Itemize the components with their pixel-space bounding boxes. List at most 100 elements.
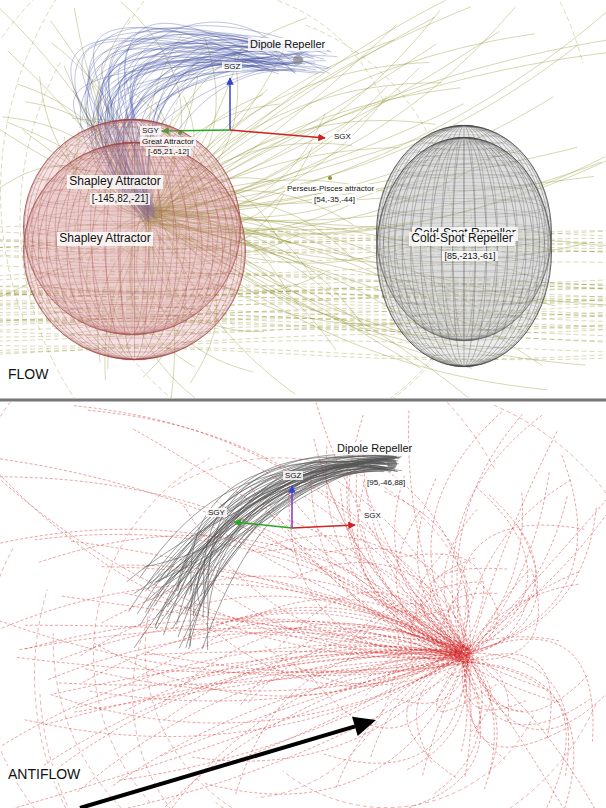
flow-line bbox=[431, 412, 502, 659]
sphere-mesh bbox=[24, 143, 244, 360]
flow-line bbox=[227, 450, 470, 649]
sphere-mesh bbox=[67, 143, 202, 360]
flow-line bbox=[469, 659, 491, 732]
attractor-point bbox=[328, 176, 332, 180]
sphere-region: Cold-Spot Repeller[85,-213,-61] bbox=[375, 136, 553, 368]
sphere-mesh bbox=[56, 143, 213, 360]
sphere-mesh bbox=[420, 138, 508, 367]
flow-line bbox=[139, 463, 383, 579]
flow-line bbox=[371, 657, 458, 757]
sphere-mesh bbox=[46, 143, 222, 360]
flow-streamlines bbox=[0, 0, 606, 398]
flow-line bbox=[467, 495, 536, 651]
flow-line bbox=[444, 509, 477, 647]
flow-line bbox=[194, 457, 390, 616]
flow-line bbox=[144, 652, 465, 657]
sphere-mesh bbox=[411, 138, 518, 367]
flow-line bbox=[457, 414, 522, 653]
flow-line bbox=[409, 410, 460, 657]
flow-line bbox=[0, 456, 460, 660]
axis-arrow bbox=[234, 522, 292, 528]
flow-line bbox=[347, 461, 458, 662]
flow-line bbox=[291, 563, 473, 648]
sphere-mesh bbox=[383, 138, 545, 367]
sphere-mesh bbox=[38, 143, 230, 360]
flow-line bbox=[2, 645, 464, 745]
flow-line bbox=[140, 458, 394, 626]
flow-line bbox=[472, 582, 497, 651]
flow-line bbox=[471, 472, 549, 653]
axis-arrow bbox=[292, 525, 355, 528]
flow-line bbox=[390, 659, 481, 808]
flow-line bbox=[134, 456, 400, 647]
flow-line bbox=[134, 460, 388, 594]
flow-line bbox=[156, 467, 383, 629]
flow-line bbox=[51, 655, 468, 723]
flow-line bbox=[35, 534, 470, 658]
flow-line bbox=[62, 596, 457, 648]
flow-line bbox=[457, 653, 568, 776]
repeller-point bbox=[387, 459, 397, 469]
sphere-mesh bbox=[120, 143, 149, 360]
flow-line bbox=[289, 489, 459, 655]
annotation-label: Dipole Repeller bbox=[248, 38, 327, 51]
sphere-mesh bbox=[27, 143, 241, 360]
annotation-label: SGZ bbox=[222, 62, 242, 71]
annotation-label: SGY bbox=[206, 508, 227, 517]
flow-line bbox=[407, 655, 464, 778]
flow-line bbox=[113, 663, 463, 786]
flow-line bbox=[241, 627, 469, 705]
flow-line bbox=[127, 458, 397, 582]
sphere-outline bbox=[24, 143, 246, 360]
sphere-mesh bbox=[379, 138, 548, 367]
annotation-label: [95,-46,88] bbox=[365, 478, 407, 487]
flow-line bbox=[25, 655, 466, 736]
sphere-mesh bbox=[92, 143, 177, 360]
annotation-label: Dipole Repeller bbox=[335, 442, 414, 455]
sphere-mesh bbox=[106, 143, 163, 360]
flow-line bbox=[366, 655, 472, 696]
sphere-mesh bbox=[388, 138, 540, 367]
flow-line bbox=[468, 529, 537, 655]
sphere-mesh bbox=[32, 143, 237, 360]
flow-line bbox=[0, 663, 331, 808]
flow-line bbox=[469, 658, 570, 747]
flow-line bbox=[0, 648, 470, 808]
flow-line bbox=[472, 639, 593, 741]
flow-line bbox=[467, 484, 606, 655]
flow-line bbox=[363, 464, 473, 662]
flow-line bbox=[188, 650, 471, 679]
sphere-mesh bbox=[402, 138, 526, 367]
flow-line bbox=[155, 464, 387, 599]
sphere-mesh bbox=[377, 138, 551, 367]
flow-line bbox=[83, 621, 465, 682]
sphere-mesh bbox=[395, 138, 534, 367]
flow-line bbox=[417, 656, 465, 762]
flow-line bbox=[53, 633, 339, 808]
flow-line bbox=[179, 470, 389, 649]
flow-line bbox=[358, 479, 462, 648]
sphere-mesh bbox=[92, 143, 177, 360]
sphere-mesh bbox=[106, 143, 163, 360]
coordinates: [-145,82,-21] bbox=[90, 193, 151, 205]
flow-line bbox=[400, 554, 484, 648]
sphere-shape bbox=[22, 141, 247, 361]
flow-line bbox=[257, 593, 399, 798]
pointer-arrowhead bbox=[352, 717, 376, 736]
region-name: Shapley Attractor bbox=[57, 232, 152, 246]
flow-line bbox=[0, 548, 155, 808]
flow-line bbox=[0, 402, 495, 470]
sphere-region: Shapley Attractor bbox=[22, 141, 247, 361]
flow-line bbox=[457, 525, 584, 653]
flow-line bbox=[466, 648, 587, 712]
flow-line bbox=[154, 467, 394, 606]
flow-line bbox=[77, 651, 462, 792]
flow-line bbox=[202, 469, 392, 650]
flow-line bbox=[178, 459, 396, 637]
flow-line bbox=[461, 647, 600, 808]
flow-line bbox=[462, 661, 560, 702]
sphere-mesh bbox=[56, 143, 213, 360]
flow-line bbox=[0, 617, 469, 675]
